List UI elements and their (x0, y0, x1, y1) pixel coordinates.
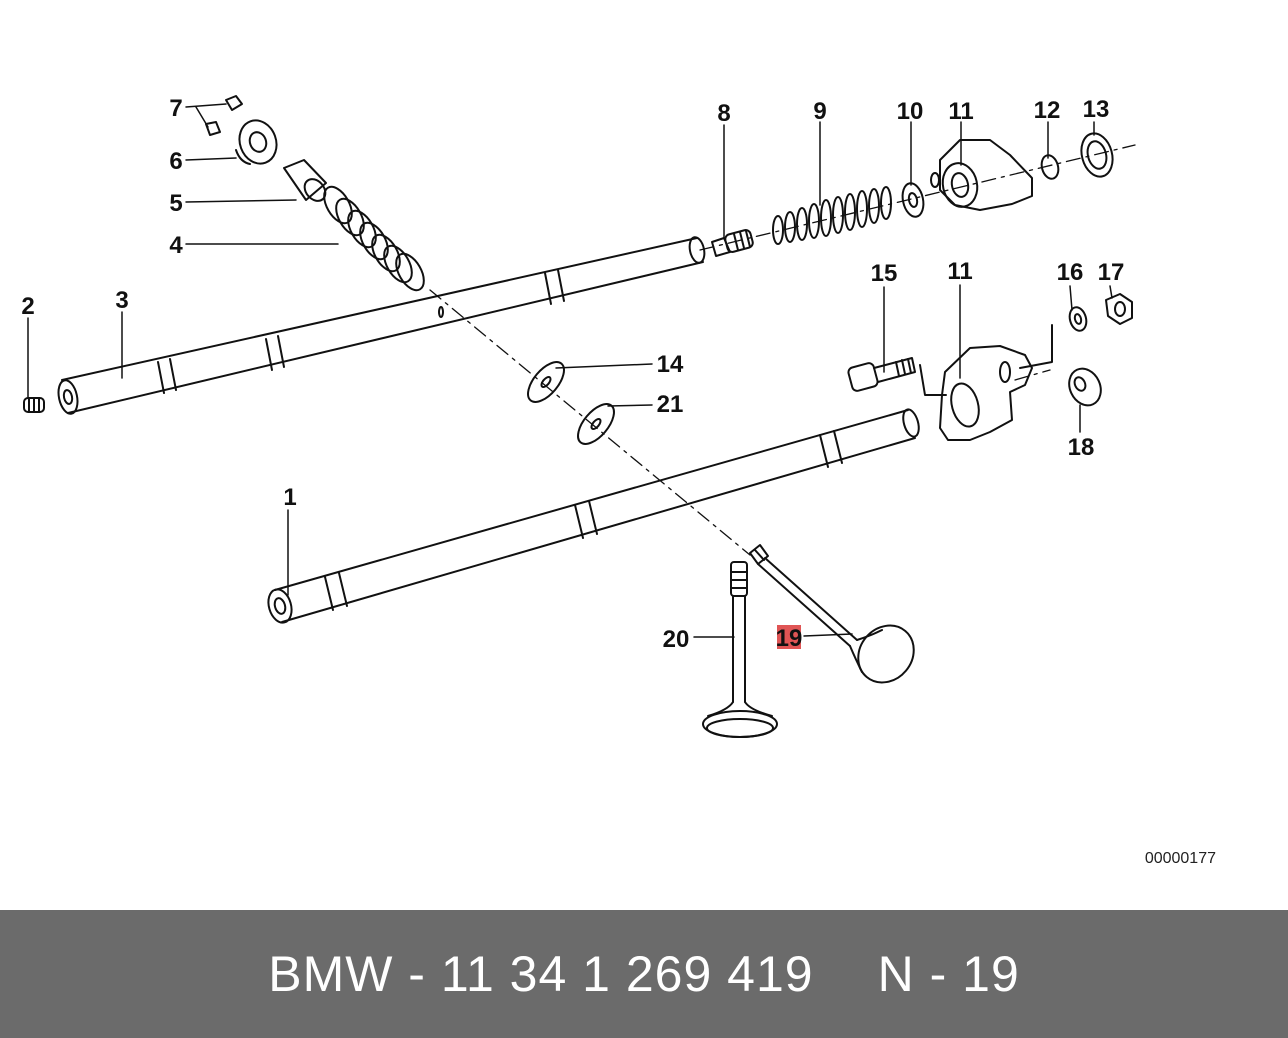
callout-18: 18 (1068, 434, 1095, 461)
callout-9: 9 (813, 98, 826, 125)
thrust-washer-part-14 (527, 361, 565, 403)
rocker-arm-lower (919, 324, 1053, 441)
seal-part-13 (1080, 132, 1114, 178)
rocker-end-cap (205, 95, 278, 165)
callout-5: 5 (169, 190, 182, 217)
rocker-arm-upper (930, 139, 1033, 211)
callout-12: 12 (1034, 97, 1061, 124)
washer-part-16 (1068, 306, 1088, 332)
callout-11-lower: 11 (947, 258, 972, 285)
rocker-shaft-lower (267, 408, 920, 624)
roller-part-18 (1068, 367, 1102, 407)
adjusting-screw-part-8 (711, 229, 754, 257)
circlip-part-12 (1040, 154, 1060, 180)
callout-20: 20 (663, 626, 690, 653)
spring-part-4 (323, 185, 425, 292)
callout-17: 17 (1098, 259, 1125, 286)
rocker-shaft-upper (57, 236, 706, 415)
callout-6: 6 (169, 148, 182, 175)
valve-part-20 (702, 561, 778, 738)
callout-2: 2 (21, 293, 34, 320)
diagram-reference-code: 00000177 (1145, 850, 1216, 867)
callout-10: 10 (897, 98, 924, 125)
callout-7: 7 (169, 95, 182, 122)
part-number-footer: BMW - 11 34 1 269 419 N - 19 (0, 910, 1288, 1038)
callout-14: 14 (657, 351, 684, 378)
part-number-label: BMW - 11 34 1 269 419 (268, 946, 814, 1002)
callout-1: 1 (283, 484, 296, 511)
parts-diagram: 1 2 3 4 5 6 7 8 9 10 11 12 13 14 15 11 1… (21, 95, 1217, 867)
bushing-part-5 (283, 159, 327, 202)
callout-16: 16 (1057, 259, 1084, 286)
callout-4: 4 (169, 232, 183, 259)
spring-part-9 (772, 186, 892, 245)
callout-19: 19 (776, 625, 803, 652)
plug-part-2 (23, 397, 45, 413)
callout-11-upper: 11 (948, 98, 973, 125)
nut-part-17 (1105, 293, 1133, 325)
valve-part-19 (749, 544, 915, 684)
callout-21: 21 (657, 391, 684, 418)
callout-3: 3 (115, 287, 128, 314)
callout-8: 8 (717, 100, 730, 127)
callout-13: 13 (1083, 96, 1110, 123)
callout-15: 15 (871, 260, 898, 287)
diagram-position-label: N - 19 (877, 946, 1020, 1002)
washer-part-10 (901, 182, 925, 218)
assembly-axis-lines (429, 144, 1136, 556)
bolt-part-15 (847, 357, 916, 392)
callout-19-highlight (777, 625, 801, 649)
leader-lines (27, 103, 1113, 638)
